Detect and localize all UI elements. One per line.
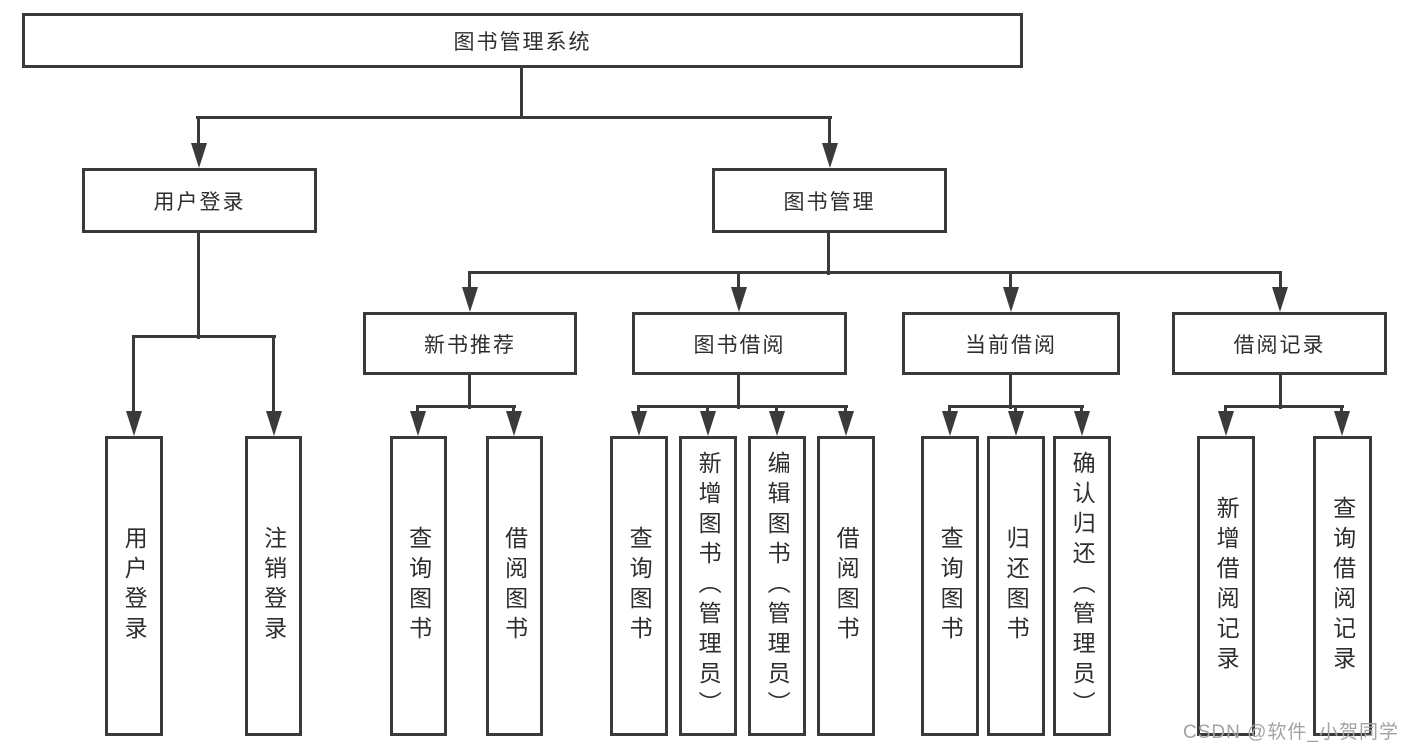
node-root: 图书管理系统 — [22, 13, 1023, 68]
node-borrow-records: 借阅记录 — [1172, 312, 1387, 375]
node-root-label: 图书管理系统 — [453, 30, 592, 54]
arrow-down-icon — [1003, 287, 1019, 312]
arrow-down-icon — [1272, 287, 1288, 312]
leaf-bb-borrow-book: 借阅图书 — [817, 436, 875, 736]
connector-vline — [1009, 272, 1012, 292]
node-current-borrow-label: 当前借阅 — [965, 333, 1057, 357]
node-book-management-label: 图书管理 — [783, 190, 876, 214]
leaf-bb-add-book-admin: 新增图书（管理员） — [679, 436, 737, 736]
connector-vline — [737, 375, 740, 409]
connector-hline — [132, 335, 276, 338]
leaf-bb-edit-book-admin: 编辑图书（管理员） — [748, 436, 806, 736]
node-book-borrow: 图书借阅 — [632, 312, 847, 375]
arrow-down-icon — [838, 411, 854, 436]
leaf-cb-query-book: 查询图书 — [921, 436, 979, 736]
leaf-nb-query-book: 查询图书 — [390, 436, 447, 736]
arrow-down-icon — [631, 411, 647, 436]
node-borrow-records-label: 借阅记录 — [1233, 333, 1326, 357]
connector-vline — [468, 375, 471, 409]
arrow-down-icon — [769, 411, 785, 436]
leaf-bb-query-book: 查询图书 — [610, 436, 668, 736]
connector-vline — [1279, 272, 1282, 292]
leaf-logout: 注销登录 — [245, 436, 302, 736]
connector-vline — [828, 117, 831, 147]
arrow-down-icon — [942, 411, 958, 436]
leaf-br-add-record-label: 新增借阅记录 — [1213, 496, 1240, 676]
leaf-bb-query-book-label: 查询图书 — [626, 526, 653, 646]
leaf-br-add-record: 新增借阅记录 — [1197, 436, 1255, 736]
leaf-nb-query-book-label: 查询图书 — [405, 526, 432, 646]
leaf-cb-confirm-return-admin-label: 确认归还（管理员） — [1069, 451, 1096, 721]
leaf-bb-edit-book-admin-label: 编辑图书（管理员） — [764, 451, 791, 721]
connector-vline — [132, 336, 135, 416]
arrow-down-icon — [506, 411, 522, 436]
connector-hline — [637, 405, 848, 408]
arrow-down-icon — [1008, 411, 1024, 436]
watermark: CSDN @软件_小贺同学 — [1183, 722, 1399, 743]
arrow-down-icon — [700, 411, 716, 436]
leaf-user-login-label: 用户登录 — [121, 526, 148, 646]
leaf-cb-query-book-label: 查询图书 — [937, 526, 964, 646]
leaf-bb-add-book-admin-label: 新增图书（管理员） — [695, 451, 722, 721]
leaf-logout-label: 注销登录 — [260, 526, 287, 646]
arrow-down-icon — [1218, 411, 1234, 436]
node-current-borrow: 当前借阅 — [902, 312, 1120, 375]
connector-vline — [1279, 375, 1282, 409]
connector-vline — [197, 233, 200, 339]
connector-vline — [468, 272, 471, 292]
node-new-book-recommend-label: 新书推荐 — [424, 333, 516, 357]
leaf-nb-borrow-book: 借阅图书 — [486, 436, 543, 736]
arrow-down-icon — [1334, 411, 1350, 436]
arrow-down-icon — [822, 143, 838, 168]
connector-vline — [737, 272, 740, 292]
connector-hline — [1224, 405, 1344, 408]
arrow-down-icon — [266, 411, 282, 436]
node-user-login: 用户登录 — [82, 168, 317, 233]
leaf-bb-borrow-book-label: 借阅图书 — [833, 526, 860, 646]
leaf-cb-return-book-label: 归还图书 — [1003, 526, 1030, 646]
connector-vline — [272, 336, 275, 416]
connector-hline — [416, 405, 516, 408]
connector-vline — [197, 117, 200, 147]
leaf-nb-borrow-book-label: 借阅图书 — [501, 526, 528, 646]
leaf-user-login: 用户登录 — [105, 436, 163, 736]
leaf-cb-return-book: 归还图书 — [987, 436, 1045, 736]
arrow-down-icon — [462, 287, 478, 312]
node-book-management: 图书管理 — [712, 168, 947, 233]
connector-vline — [520, 68, 523, 119]
connector-vline — [1009, 375, 1012, 409]
node-new-book-recommend: 新书推荐 — [363, 312, 577, 375]
node-user-login-label: 用户登录 — [153, 190, 246, 214]
arrow-down-icon — [191, 143, 207, 168]
leaf-br-query-record-label: 查询借阅记录 — [1329, 496, 1356, 676]
leaf-cb-confirm-return-admin: 确认归还（管理员） — [1053, 436, 1111, 736]
connector-vline — [827, 233, 830, 275]
arrow-down-icon — [731, 287, 747, 312]
connector-hline — [196, 116, 832, 119]
connector-hline — [468, 271, 1282, 274]
arrow-down-icon — [1074, 411, 1090, 436]
node-book-borrow-label: 图书借阅 — [693, 333, 786, 357]
arrow-down-icon — [126, 411, 142, 436]
leaf-br-query-record: 查询借阅记录 — [1313, 436, 1372, 736]
arrow-down-icon — [410, 411, 426, 436]
